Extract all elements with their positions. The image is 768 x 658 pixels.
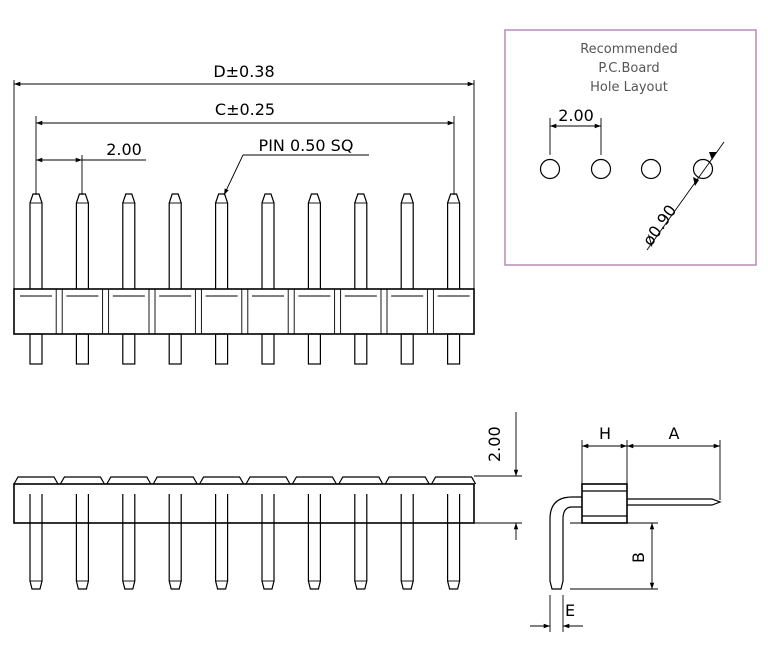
pcb-layout-frame xyxy=(504,29,757,266)
front-pin xyxy=(400,494,414,590)
front-pin xyxy=(215,494,229,590)
pcb-layout-box: Recommended P.C.Board Hole Layout 2.00 ø… xyxy=(504,29,757,266)
header-pin-tail xyxy=(400,333,414,365)
pcb-hole xyxy=(692,158,714,180)
front-pin xyxy=(354,494,368,590)
header-pin xyxy=(29,193,43,289)
dim-h-label: H xyxy=(599,424,611,443)
header-pin xyxy=(400,193,414,289)
front-pin xyxy=(122,494,136,590)
housing-cap xyxy=(106,476,152,485)
header-pin-tail xyxy=(29,333,43,365)
side-view: H A B E xyxy=(530,424,722,632)
front-pin xyxy=(307,494,321,590)
header-pin xyxy=(307,193,321,289)
front-pins xyxy=(29,494,461,590)
dim-d-label: D±0.38 xyxy=(213,62,274,81)
leader-line xyxy=(223,154,244,196)
top-pins xyxy=(29,193,461,365)
header-pin-tail xyxy=(168,333,182,365)
pcb-title-line3: Hole Layout xyxy=(590,80,668,95)
header-pin-tail xyxy=(215,333,229,365)
diameter-arrow xyxy=(709,152,717,160)
diameter-arrow xyxy=(693,177,699,186)
front-view: 2.00 xyxy=(13,412,522,590)
header-pin xyxy=(447,193,461,289)
housing-cap xyxy=(13,476,59,485)
header-pin xyxy=(75,193,89,289)
front-pin xyxy=(447,494,461,590)
housing-cap xyxy=(245,476,291,485)
pcb-hole xyxy=(539,158,561,180)
hole-pitch-label: 2.00 xyxy=(558,106,594,125)
front-pin xyxy=(75,494,89,590)
side-pin-horizontal xyxy=(627,498,722,506)
diameter-leader-line xyxy=(646,141,725,251)
top-view: D±0.38 C±0.25 2.00 PIN 0.50 SQ xyxy=(13,62,475,365)
front-housing xyxy=(13,483,475,524)
side-housing xyxy=(581,483,628,524)
dim-b-label: B xyxy=(629,552,648,563)
header-pin xyxy=(168,193,182,289)
dim-e-label: E xyxy=(565,601,575,620)
height-label: 2.00 xyxy=(485,426,504,462)
housing-cap xyxy=(199,476,245,485)
housing-segments xyxy=(20,289,470,334)
front-housing-caps xyxy=(13,476,477,485)
header-pin-tail xyxy=(75,333,90,365)
header-pin-tail xyxy=(261,333,275,365)
header-pin-tail xyxy=(354,333,368,365)
side-pin-bent xyxy=(549,496,582,590)
housing-cap xyxy=(338,476,384,485)
hole-diameter-label: ø0.90 xyxy=(639,201,681,249)
pin-spec-label: PIN 0.50 SQ xyxy=(259,136,354,155)
dim-pitch-label: 2.00 xyxy=(106,140,142,159)
pcb-title-line1: Recommended xyxy=(580,42,678,57)
header-housing xyxy=(13,288,475,335)
pcb-hole xyxy=(590,158,612,180)
housing-cap xyxy=(59,476,105,485)
header-pin xyxy=(122,193,136,289)
housing-cap xyxy=(431,476,477,485)
header-pin xyxy=(261,193,275,289)
header-pin-tail xyxy=(447,333,461,365)
header-pin-tail xyxy=(307,333,321,365)
front-pin xyxy=(29,494,43,590)
header-pin-tail xyxy=(122,333,136,365)
housing-cap xyxy=(384,476,430,485)
dim-a-label: A xyxy=(669,424,680,443)
header-pin xyxy=(354,193,368,289)
front-pin xyxy=(168,494,182,590)
pcb-title-line2: P.C.Board xyxy=(598,61,659,76)
header-pin xyxy=(215,193,229,289)
housing-cap xyxy=(291,476,337,485)
housing-cap xyxy=(152,476,198,485)
dim-c-label: C±0.25 xyxy=(215,100,275,119)
front-pin xyxy=(261,494,275,590)
pcb-hole xyxy=(640,158,662,180)
